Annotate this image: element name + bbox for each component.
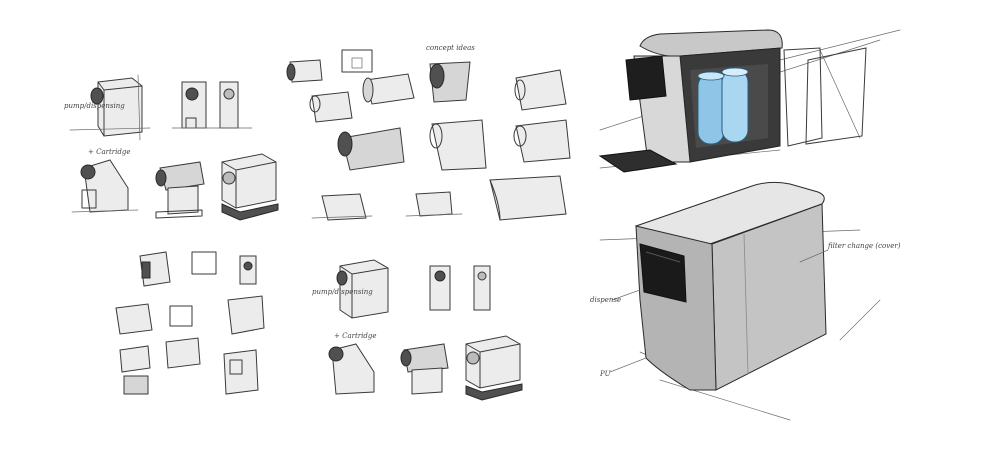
note-large-right: filter change (cover) bbox=[828, 242, 901, 250]
rendering-open-cartridge bbox=[598, 29, 901, 173]
note-mid-b: + Cartridge bbox=[334, 332, 377, 340]
header-scribble: concept ideas bbox=[426, 44, 475, 52]
sketch-left-mid-3 bbox=[221, 153, 279, 221]
cartridge-icon bbox=[697, 73, 725, 145]
sketch-mid-top-row3 bbox=[311, 175, 567, 221]
sketch-mid-top-row2 bbox=[309, 91, 571, 171]
rendering-closed-unit bbox=[599, 181, 881, 421]
sketch-left-lower bbox=[115, 251, 265, 395]
note-large-left-a: dispense bbox=[590, 296, 622, 304]
sketch-mid-lower bbox=[328, 259, 523, 401]
sketch-left-mid-2 bbox=[155, 161, 205, 219]
sketch-left-mid-1 bbox=[71, 159, 139, 213]
note-large-left-b: PU bbox=[600, 370, 611, 378]
sketch-mid-top-row1 bbox=[286, 49, 567, 111]
sketch-left-upper-2 bbox=[171, 81, 253, 129]
sketch-left-upper-1 bbox=[69, 74, 151, 141]
note-mid-a: pump/dispensing bbox=[312, 288, 373, 296]
note-left-a: pump/dispensing bbox=[64, 102, 125, 110]
note-left-b: + Cartridge bbox=[88, 148, 131, 156]
